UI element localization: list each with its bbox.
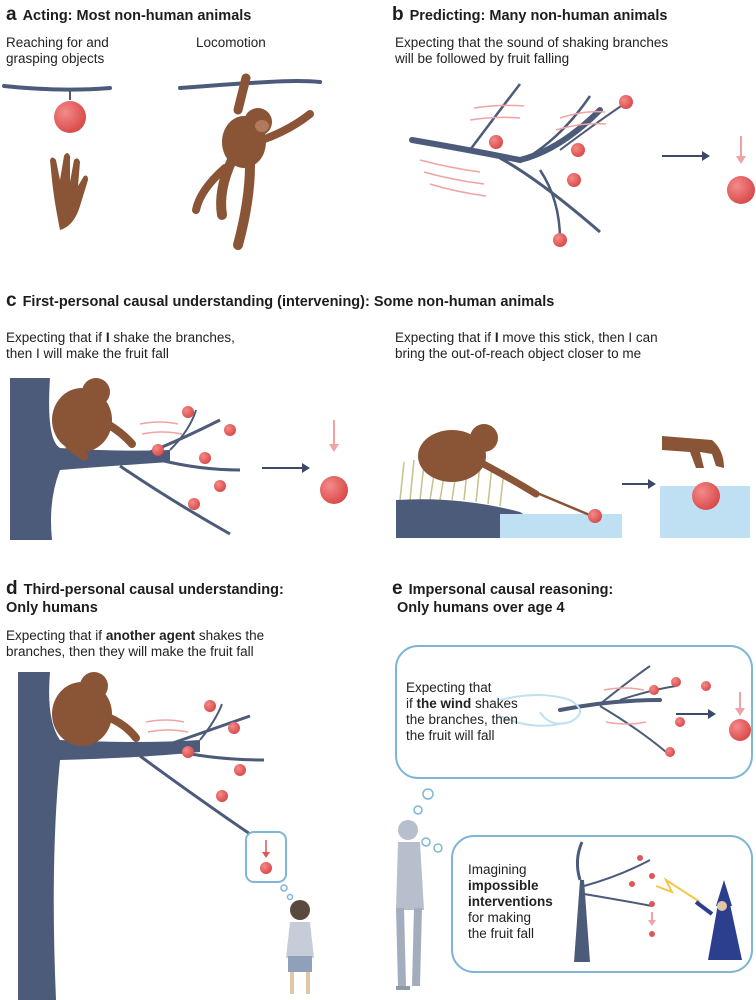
panel-e-title-line1: Impersonal causal reasoning: — [408, 582, 614, 598]
panel-b-caption: Expecting that the sound of shaking bran… — [395, 35, 668, 67]
panel-d-heading: d Third-personal causal understanding: — [6, 578, 284, 599]
panel-b-illustration — [409, 83, 755, 247]
panel-e-subheading: Only humans over age 4 — [397, 599, 565, 617]
panel-a-caption-right: Locomotion — [196, 35, 266, 50]
panel-e-bubble2-em1: impossible — [468, 878, 539, 893]
adult-human-icon — [398, 820, 418, 840]
panel-d-cap-pre: Expecting that if — [6, 628, 106, 643]
panel-a-title-rest: Most non-human animals — [76, 8, 252, 24]
panel-b-letter: b — [392, 4, 404, 25]
panel-c-heading: c First-personal causal understanding (in… — [6, 290, 555, 311]
panel-d-caption-line1: Expecting that if another agent shakes t… — [6, 628, 264, 644]
panel-c-right-illustration — [396, 424, 750, 538]
apple-icon — [692, 482, 720, 510]
hand-icon — [662, 436, 724, 468]
panel-d-cap-post: shakes the — [195, 628, 265, 643]
panel-d-title-line2: Only humans — [6, 600, 98, 616]
panel-c-title-bold: First-personal causal understanding (int… — [22, 294, 370, 310]
panel-d-caption: Expecting that if another agent shakes t… — [6, 628, 264, 660]
panel-c-caption-left-line1: Expecting that if I shake the branches, — [6, 330, 235, 346]
panel-e-bubble2-line2: impossible — [468, 878, 553, 894]
panel-d-cap-em: another agent — [105, 628, 196, 643]
panel-a-heading: a Acting: Most non-human animals — [6, 4, 252, 25]
panel-b-caption-line1: Expecting that the sound of shaking bran… — [395, 35, 669, 50]
panel-c-caption-right-line1: Expecting that if I move this stick, the… — [395, 330, 658, 346]
ape-icon — [472, 456, 540, 498]
magic-spark-icon — [655, 877, 701, 903]
panel-a-title-bold: Acting: — [22, 8, 73, 24]
panel-b-heading: b Predicting: Many non-human animals — [392, 4, 668, 25]
panel-b-title-bold: Predicting: — [409, 8, 486, 24]
panel-e-title-line2: Only humans over age 4 — [397, 600, 565, 616]
panel-d-letter: d — [6, 578, 18, 599]
panel-b-title-rest: Many non-human animals — [489, 8, 668, 24]
panel-c-left-em: I — [105, 330, 110, 345]
panel-e-bubble1-line1: Expecting that — [406, 680, 492, 695]
panel-e-bubble1-pre: if — [406, 696, 417, 711]
ape-icon — [65, 441, 89, 461]
panel-c-right-pre: Expecting that if — [395, 330, 495, 345]
panel-e-bubble2-line5: the fruit fall — [468, 926, 535, 941]
panel-e-bubble1-text: Expecting that if the wind shakes the br… — [406, 680, 518, 744]
panel-c-title-rest: Some non-human animals — [373, 294, 555, 310]
hand-icon — [50, 153, 88, 230]
falling-apple-icon — [320, 476, 348, 504]
panel-c-caption-right: Expecting that if I move this stick, the… — [395, 330, 658, 362]
panel-a-locomotion-illustration — [178, 73, 322, 250]
panel-e-bubble2-em2: interventions — [468, 894, 553, 909]
panel-e-illustration — [395, 645, 753, 990]
panel-e-bubble1-line3: the branches, then — [406, 712, 518, 727]
panel-c-letter: c — [6, 290, 17, 311]
panel-a-caption-left: Reaching for and grasping objects — [6, 35, 109, 67]
panel-a-letter: a — [6, 4, 17, 25]
panel-e-bubble1-line2: if the wind shakes — [406, 696, 518, 712]
panel-d-illustration — [18, 672, 314, 1000]
panel-d-caption-line2: branches, then they will make the fruit … — [6, 644, 254, 659]
panel-e-bubble2-line1: Imagining — [468, 862, 527, 877]
panel-c-left-pre: Expecting that if — [6, 330, 106, 345]
panel-c-right-post: move this stick, then I can — [498, 330, 658, 345]
panel-c-caption-left-line2: then I will make the fruit fall — [6, 346, 169, 361]
panel-c-left-post: shake the branches, — [109, 330, 235, 345]
panel-d-title-line1: Third-personal causal understanding: — [23, 582, 284, 598]
panel-c-caption-left: Expecting that if I shake the branches, … — [6, 330, 235, 362]
panel-e-letter: e — [392, 578, 403, 599]
child-icon — [290, 900, 310, 920]
panel-c-left-illustration — [10, 378, 348, 540]
panel-e-bubble2-line4: for making — [468, 910, 532, 925]
ape-icon — [96, 710, 140, 742]
wizard-icon — [708, 896, 742, 960]
panel-a-reach-illustration — [2, 84, 112, 230]
panel-c-caption-right-line2: bring the out-of-reach object closer to … — [395, 346, 642, 361]
panel-b-caption-line2: will be followed by fruit falling — [395, 51, 570, 66]
panel-e-bubble1-post: shakes — [471, 696, 518, 711]
wind-icon — [499, 694, 581, 727]
panel-c-right-em: I — [494, 330, 499, 345]
thought-bubble-wind — [395, 645, 753, 779]
panel-a-caption-left-line2: grasping objects — [6, 51, 105, 66]
panel-e-bubble1-em: the wind — [416, 696, 472, 711]
panel-e-bubble2-line3: interventions — [468, 894, 553, 910]
panel-e-bubble1-line4: the fruit will fall — [406, 728, 495, 743]
falling-apple-icon — [727, 176, 755, 204]
apple-icon — [54, 101, 86, 133]
panel-a-caption-left-line1: Reaching for and — [6, 35, 109, 50]
panel-e-bubble2-text: Imagining impossible interventions for m… — [468, 862, 553, 942]
falling-apple-icon — [729, 719, 751, 741]
ape-icon — [192, 164, 229, 214]
panel-d-subheading: Only humans — [6, 599, 98, 617]
thought-bubble-wizard — [451, 835, 753, 973]
panel-e-heading: e Impersonal causal reasoning: — [392, 578, 614, 599]
